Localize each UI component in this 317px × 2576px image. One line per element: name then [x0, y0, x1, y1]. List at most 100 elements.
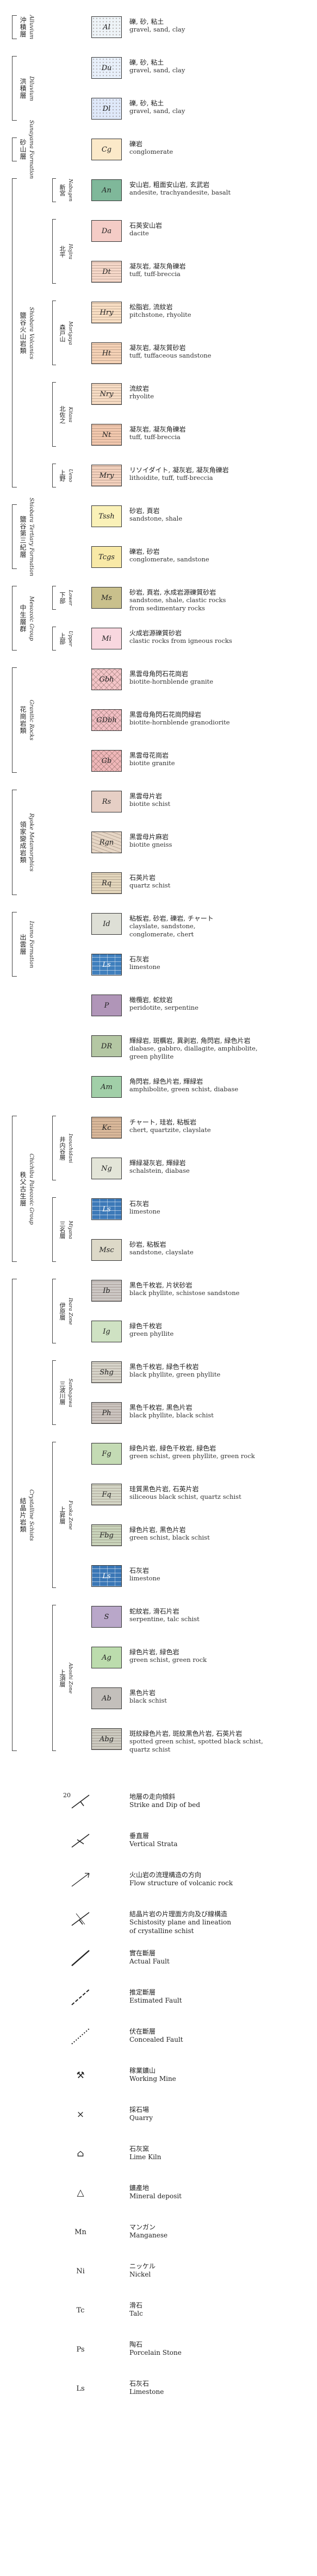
unit-description-ja: 安山岩, 粗面安山岩, 玄武岩 [129, 181, 210, 189]
map-symbol-flow-icon [64, 1869, 97, 1891]
formation-subgroup-bracket [52, 1442, 56, 1588]
map-symbol-label: Ni [76, 2267, 85, 2275]
symbol-description-en: Strike and Dip of bed [129, 1801, 201, 1809]
formation-subgroup-name-ja: 上昇層 [59, 1506, 66, 1524]
unit-description-en-cont: from sedimentary rocks [129, 604, 205, 612]
formation-subgroup-name-en: Aboshi Zone [67, 1662, 73, 1693]
formation-subgroup-name-ja: 上須層 [59, 1669, 66, 1687]
map-symbol-label: Ls [76, 2384, 85, 2393]
unit-description-en: diabase, gabbro, diallagite, amphibolite… [129, 1045, 258, 1052]
symbol-description-en: Porcelain Stone [129, 2349, 182, 2356]
unit-description-ja: 石灰岩 [129, 1200, 150, 1208]
unit-description-en-cont: conglomerate, chert [129, 930, 194, 938]
unit-description-ja: 石灰岩 [129, 1567, 150, 1574]
map-symbol-efault-icon [64, 1986, 97, 2008]
unit-description-ja: 黒色片岩 [129, 1689, 156, 1697]
symbol-description-en: Talc [129, 2310, 143, 2317]
unit-description-en: green phyllite [129, 1330, 174, 1337]
symbol-description-en: Lime Kiln [129, 2153, 161, 2161]
formation-group-name-ja: 領家變成岩類 [19, 821, 27, 864]
unit-description-ja: 礫岩 [129, 140, 143, 148]
formation-subgroup-bracket [52, 464, 56, 487]
unit-description-en: rhyolite [129, 392, 154, 400]
map-symbol-quarry-icon: × [64, 2104, 97, 2125]
symbol-description-ja: 火山岩の流理構造の方向 [129, 1871, 202, 1879]
unit-description-en: conglomerate [129, 148, 173, 155]
unit-description-ja: 黒色千枚岩, 片状砂岩 [129, 1281, 192, 1289]
unit-box-ls: Ls [91, 1198, 122, 1220]
unit-description-en: tuff, tuff-breccia [129, 433, 181, 441]
unit-box-hry: Hry [91, 302, 122, 323]
symbol-description-ja: 石灰窯 [129, 2145, 150, 2153]
unit-description-ja: 石英安山岩 [129, 222, 163, 229]
unit-box-mi: Mi [91, 628, 122, 649]
formation-subgroup-bracket [52, 586, 56, 610]
unit-description-en: sandstone, clayslate [129, 1248, 194, 1256]
unit-description-en: quartz schist [129, 881, 171, 889]
unit-box-gbh: Gbh [91, 668, 122, 690]
unit-description-en: gravel, sand, clay [129, 107, 185, 115]
unit-description-ja: 火成岩源礫質砂岩 [129, 629, 182, 637]
formation-group-bracket [12, 790, 17, 895]
formation-subgroup-bracket [52, 219, 56, 284]
unit-description-en: clastic rocks from igneous rocks [129, 637, 232, 645]
unit-description-en: peridotite, serpentine [129, 1004, 198, 1011]
unit-description-ja: 黒雲母片岩 [129, 792, 163, 800]
formation-subgroup-name-en: Lower [67, 590, 73, 606]
formation-subgroup-name-ja: 北佐之 [59, 405, 66, 423]
unit-box-tssh: Tssh [91, 505, 122, 527]
formation-group-bracket [12, 15, 17, 39]
map-symbol-label: Tc [76, 2306, 85, 2315]
unit-description-ja: リソイダイト, 凝灰岩, 凝灰角礫岩 [129, 466, 229, 474]
formation-subgroup-name-en: Inouchidani [67, 1133, 73, 1163]
formation-group-name-en: Shiobara Tertiary Formation [28, 497, 34, 576]
symbol-description-en: Mineral deposit [129, 2192, 182, 2200]
symbol-description-en-cont: of crystalline schist [129, 1927, 194, 1935]
formation-group-bracket [12, 667, 17, 773]
formation-group-name-ja: 鹽谷火山岩類 [19, 311, 27, 354]
symbol-description-ja: 石灰石 [129, 2380, 150, 2387]
symbol-description-ja: マンガン [129, 2223, 156, 2231]
unit-description-ja: 黒雲母角閃石花崗岩 [129, 670, 189, 678]
unit-description-en: amphibolite, green schist, diabase [129, 1085, 239, 1093]
map-symbol-mineral-icon: △ [64, 2182, 97, 2204]
formation-subgroup-name-ja: 北平 [59, 245, 66, 258]
symbol-description-en: Concealed Fault [129, 2036, 183, 2043]
formation-group-name-ja: 鹽谷第三紀層 [19, 515, 27, 558]
symbol-description-ja: 伏在斷層 [129, 2028, 156, 2035]
map-symbol-schist-icon [64, 1908, 97, 1930]
symbol-description-en: Nickel [129, 2271, 151, 2278]
symbol-description-ja: 推定斷層 [129, 1989, 156, 1996]
map-symbol-text-icon: Mn [64, 2221, 97, 2243]
unit-description-en: serpentine, talc schist [129, 1615, 200, 1623]
formation-subgroup-name-en: Kitasa [67, 407, 73, 422]
symbol-description-en: Actual Fault [129, 1958, 170, 1965]
unit-description-en: dacite [129, 229, 149, 237]
formation-group-name-en: Ryoke Metamorphics [28, 813, 34, 872]
formation-subgroup-name-ja: 伊原層 [59, 1302, 66, 1320]
unit-box-an: An [91, 179, 122, 201]
symbol-description-ja: 滑石 [129, 2302, 143, 2309]
unit-description-ja: チャート, 珪岩, 粘板岩 [129, 1118, 197, 1126]
unit-box-du: Du [91, 57, 122, 79]
unit-box-ng: Ng [91, 1158, 122, 1179]
unit-description-en: black schist [129, 1697, 167, 1704]
symbol-description-en: Quarry [129, 2114, 153, 2122]
formation-group-name-ja: 中生層群 [19, 604, 27, 633]
formation-subgroup-name-en: Hojira [67, 243, 73, 259]
formation-subgroup-name-ja: 新宮 [59, 184, 66, 196]
unit-description-en: conglomerate, sandstone [129, 555, 209, 563]
formation-subgroup-bracket [52, 301, 56, 365]
formation-group-name-en: Crystalline Schists [28, 1489, 34, 1541]
formation-subgroup-name-en: Ibara Zone [67, 1297, 73, 1325]
map-symbol-cfault-icon [64, 2025, 97, 2047]
